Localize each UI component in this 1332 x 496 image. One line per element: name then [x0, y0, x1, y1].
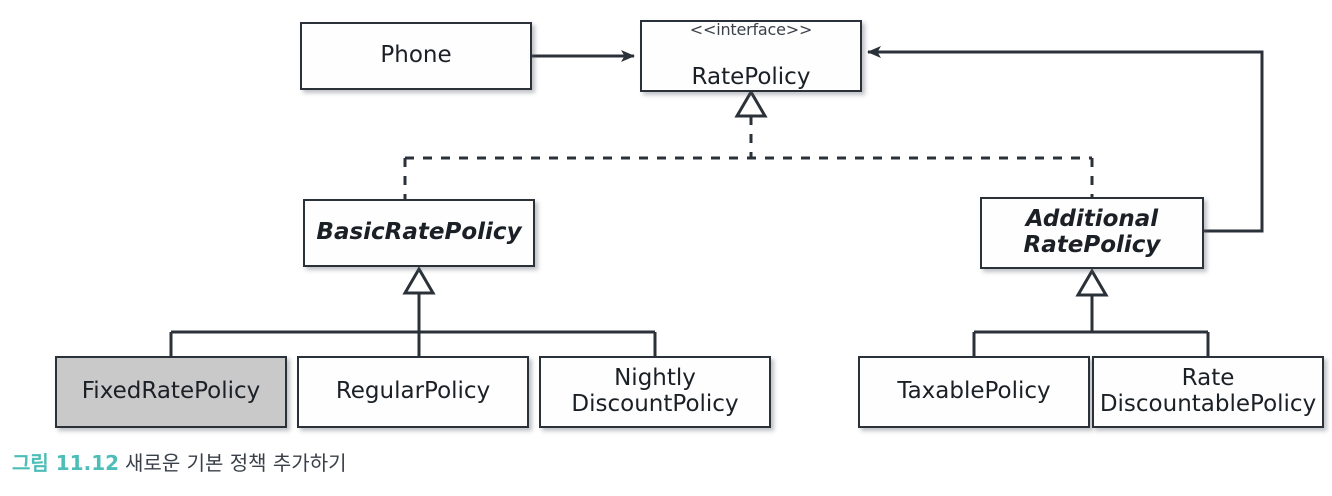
- class-name-ratediscountablepolicy: Rate DiscountablePolicy: [1099, 365, 1317, 417]
- class-box-basicratepolicy[interactable]: BasicRatePolicy: [303, 199, 535, 267]
- class-name-fixedratepolicy: FixedRatePolicy: [81, 378, 261, 405]
- generalization-triangle-icon: [1075, 268, 1109, 297]
- generalization-triangle-icon: [402, 266, 436, 295]
- class-text-ratepolicy: <<interface>> RatePolicy: [686, 0, 816, 116]
- class-name-additionalratepolicy: Additional RatePolicy: [1023, 206, 1161, 258]
- figure-number: 그림 11.12: [12, 451, 120, 475]
- generalization-to-basicratepolicy: [169, 266, 657, 356]
- class-box-taxablepolicy[interactable]: TaxablePolicy: [858, 356, 1090, 428]
- class-box-ratediscountablepolicy[interactable]: Rate DiscountablePolicy: [1092, 356, 1324, 428]
- class-name-regularpolicy: RegularPolicy: [335, 378, 491, 405]
- generalization-to-additionalratepolicy: [972, 268, 1210, 356]
- class-box-nightlydiscountpolicy[interactable]: Nightly DiscountPolicy: [539, 356, 771, 428]
- class-name-nightlydiscountpolicy: Nightly DiscountPolicy: [571, 365, 739, 417]
- association-additionalratepolicy-to-ratepolicy: [867, 46, 1264, 233]
- class-name-ratepolicy: RatePolicy: [691, 63, 811, 90]
- class-name-basicratepolicy: BasicRatePolicy: [316, 219, 522, 246]
- class-box-phone[interactable]: Phone: [300, 22, 532, 90]
- figure-caption-text: 새로운 기본 정책 추가하기: [125, 451, 347, 475]
- class-box-ratepolicy[interactable]: <<interface>> RatePolicy: [640, 20, 862, 92]
- class-name-phone: Phone: [380, 42, 452, 69]
- class-box-fixedratepolicy[interactable]: FixedRatePolicy: [55, 356, 287, 428]
- realization-to-ratepolicy: [403, 89, 1094, 199]
- stereotype-interface: <<interface>>: [689, 20, 813, 40]
- class-box-additionalratepolicy[interactable]: Additional RatePolicy: [980, 197, 1204, 269]
- class-name-taxablepolicy: TaxablePolicy: [897, 378, 1051, 405]
- class-box-regularpolicy[interactable]: RegularPolicy: [297, 356, 529, 428]
